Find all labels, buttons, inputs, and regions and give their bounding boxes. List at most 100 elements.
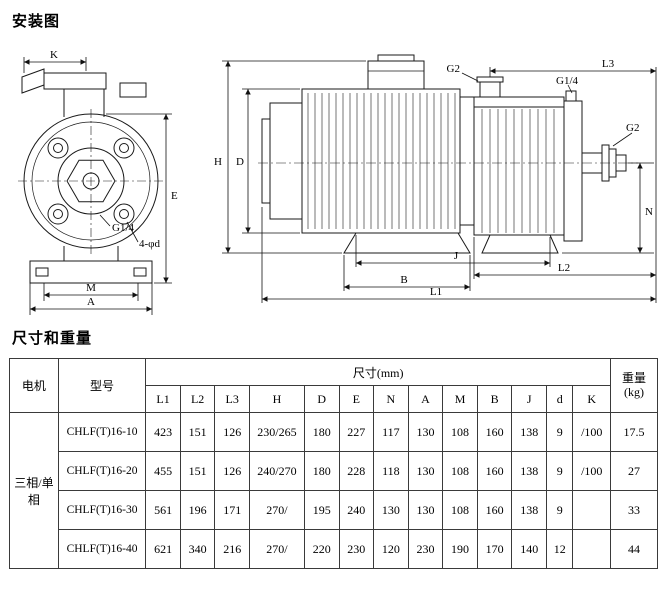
dim-value-cell: 9 [545,451,574,491]
col-header-H: H [249,385,305,413]
model-cell: CHLF(T)16-10 [57,412,147,452]
dim-value-cell: 196 [179,490,216,530]
weight-header-line2: (kg) [624,384,645,399]
dim-value-cell: 455 [145,451,181,491]
dim-value-cell [572,490,612,530]
dim-label-a: A [87,296,95,308]
dim-value-cell: 190 [442,529,478,569]
col-header-L1: L1 [145,385,181,413]
dim-value-cell: 151 [179,412,216,452]
dim-value-cell: 138 [511,451,547,491]
col-header-E: E [338,385,375,413]
weight-cell: 33 [610,490,658,530]
dim-value-cell: /100 [572,412,612,452]
pump-front-view-drawing [18,68,166,284]
col-header-B: B [476,385,513,413]
col-header-N: N [373,385,409,413]
dim-value-cell: 120 [373,529,409,569]
dimensions-weight-title: 尺寸和重量 [12,330,93,347]
dim-value-cell: 195 [303,490,340,530]
dim-value-cell: 130 [407,490,444,530]
dim-value-cell: 220 [303,529,340,569]
col-header-J: J [511,385,547,413]
dim-value-cell: 140 [511,529,547,569]
table-row: CHLF(T)16-30 561 196 171 270/ 195 240 13… [10,490,658,530]
dim-label-g2-top: G2 [447,63,460,75]
dim-value-cell: 160 [476,412,513,452]
dim-value-cell: 227 [338,412,375,452]
dim-value-cell: 270/ [249,490,305,530]
dim-label-bolt-holes: 4-φd [139,238,161,250]
model-cell: CHLF(T)16-40 [57,529,147,569]
table-header-row-1: 电机 型号 尺寸(mm) 重量 (kg) [9,358,658,413]
side-view-dimensions: H D G2 L3 G1/4 G2 N [214,58,657,303]
dim-value-cell: 130 [407,451,444,491]
dim-value-cell: 230/265 [249,412,305,452]
dim-label-k: K [50,49,58,61]
col-header-K: K [572,385,612,413]
dim-value-cell: 118 [373,451,409,491]
dim-value-cell: 9 [545,490,574,530]
table-row: 三相/单相 CHLF(T)16-10 423 151 126 230/265 1… [9,412,658,569]
dim-value-cell: 561 [145,490,181,530]
col-header-weight: 重量 (kg) [610,358,658,413]
dim-label-d: D [236,156,244,168]
dim-value-cell: 130 [373,490,409,530]
dim-value-cell: 126 [214,451,251,491]
dim-label-b: B [400,274,407,286]
col-header-D: D [303,385,340,413]
col-header-L2: L2 [179,385,216,413]
col-header-motor: 电机 [9,358,59,413]
dim-value-cell: 230 [407,529,444,569]
dim-value-cell: 126 [214,412,251,452]
col-header-d: d [545,385,574,413]
dim-value-cell: 108 [442,451,478,491]
dim-value-cell: 108 [442,412,478,452]
dim-value-cell: 180 [303,451,340,491]
dim-label-l3: L3 [602,58,615,70]
table-row: CHLF(T)16-40 621 340 216 270/ 220 230 12… [10,529,658,569]
dim-label-g2-right: G2 [626,122,639,134]
col-header-model: 型号 [57,358,147,413]
dim-value-cell: 228 [338,451,375,491]
dim-value-cell: 170 [476,529,513,569]
weight-cell: 27 [610,451,658,491]
col-header-dims-group: 尺寸(mm) [145,358,612,386]
dim-value-cell: 9 [545,412,574,452]
dim-value-cell: 240/270 [249,451,305,491]
dim-label-h: H [214,156,222,168]
front-view-dimensions: K E G1/4 4-φd M A [23,49,178,315]
table-row: CHLF(T)16-20 455 151 126 240/270 180 228… [10,451,658,491]
dim-value-cell: 138 [511,490,547,530]
col-header-L3: L3 [214,385,251,413]
installation-diagram: K E G1/4 4-φd M A [18,49,657,315]
dim-value-cell: 117 [373,412,409,452]
dim-label-e: E [171,190,178,202]
dim-value-cell [572,529,612,569]
model-cell: CHLF(T)16-30 [57,490,147,530]
dim-value-cell: 270/ [249,529,305,569]
datasheet-page: 安装图 [9,13,658,569]
col-header-A: A [407,385,444,413]
motor-type-cell: 三相/单相 [9,412,59,569]
model-cell: CHLF(T)16-20 [57,451,147,491]
dim-value-cell: 108 [442,490,478,530]
dim-value-cell: 160 [476,451,513,491]
dim-value-cell: 171 [214,490,251,530]
dim-value-cell: 138 [511,412,547,452]
weight-cell: 44 [610,529,658,569]
weight-header-line1: 重量 [622,370,647,385]
dim-label-side-g14: G1/4 [556,75,579,87]
dim-value-cell: /100 [572,451,612,491]
dim-label-l1: L1 [430,286,442,298]
dim-value-cell: 151 [179,451,216,491]
dim-value-cell: 180 [303,412,340,452]
dim-value-cell: 160 [476,490,513,530]
weight-cell: 17.5 [610,412,658,452]
dim-value-cell: 230 [338,529,375,569]
dim-label-j: J [454,250,459,262]
dim-value-cell: 621 [145,529,181,569]
dim-value-cell: 216 [214,529,251,569]
dim-value-cell: 240 [338,490,375,530]
col-header-M: M [442,385,478,413]
